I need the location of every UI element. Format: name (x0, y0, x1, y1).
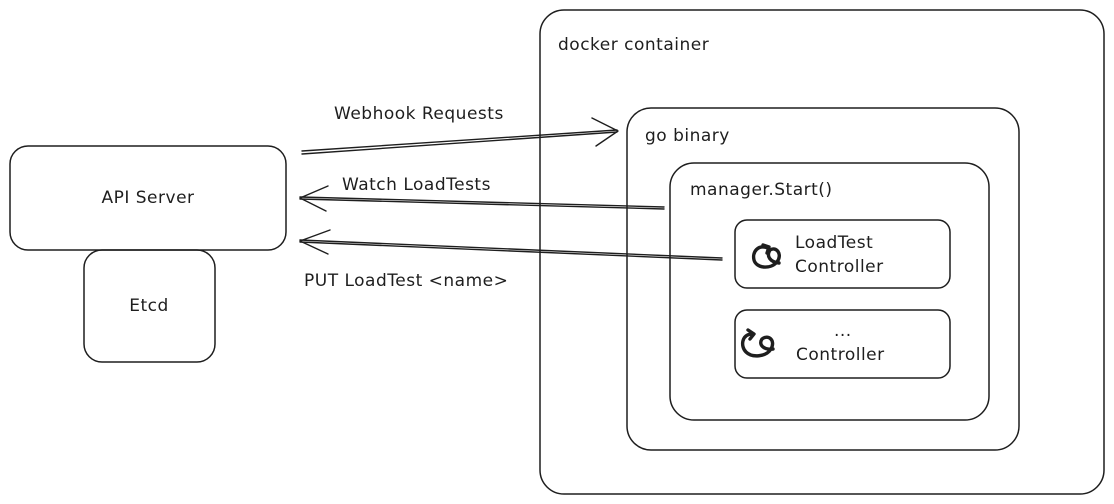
refresh-loop-arrowhead (761, 243, 771, 255)
go-binary-box (626, 107, 1020, 451)
refresh-loop-arrowhead (746, 328, 756, 341)
refresh-loop-icon (740, 332, 775, 358)
manager-start-node: manager.Start() (669, 162, 990, 421)
other-controller-label-line2: Controller (796, 345, 885, 365)
api-server-label: API Server (101, 188, 194, 208)
loadtest-controller-node: LoadTest Controller (734, 219, 951, 289)
other-controller-label-line1: ... (834, 321, 852, 341)
other-controller-box (734, 309, 951, 379)
webhook-requests-line-double (301, 131, 618, 155)
webhook-requests-edge: Webhook Requests (301, 104, 619, 155)
watch-loadtests-edge: Watch LoadTests (299, 175, 665, 212)
refresh-loop-icon (751, 245, 781, 269)
put-loadtest-arrowhead (299, 229, 331, 255)
go-binary-label: go binary (645, 126, 730, 146)
manager-start-label: manager.Start() (690, 180, 833, 200)
watch-loadtests-arrowhead (299, 185, 329, 212)
put-loadtest-edge: PUT LoadTest <name> (299, 229, 723, 291)
loadtest-controller-box (734, 219, 951, 289)
put-loadtest-line-double (299, 241, 723, 261)
webhook-requests-label: Webhook Requests (334, 104, 504, 124)
put-loadtest-label: PUT LoadTest <name> (304, 271, 508, 291)
webhook-requests-line (301, 129, 618, 152)
api-server-node: API Server (9, 145, 287, 251)
put-loadtest-line (299, 239, 723, 259)
watch-loadtests-label: Watch LoadTests (342, 175, 491, 195)
docker-container-label: docker container (558, 35, 709, 55)
manager-start-box (669, 162, 990, 421)
webhook-requests-arrowhead (591, 117, 619, 147)
etcd-label: Etcd (129, 296, 169, 316)
loadtest-controller-label-line2: Controller (795, 257, 884, 277)
etcd-box (83, 249, 216, 363)
watch-loadtests-line-double (299, 198, 665, 210)
watch-loadtests-line (299, 196, 665, 208)
etcd-node: Etcd (83, 249, 216, 363)
loadtest-controller-label-line1: LoadTest (795, 233, 873, 253)
go-binary-node: go binary (626, 107, 1020, 451)
other-controller-node: ... Controller (734, 309, 951, 379)
